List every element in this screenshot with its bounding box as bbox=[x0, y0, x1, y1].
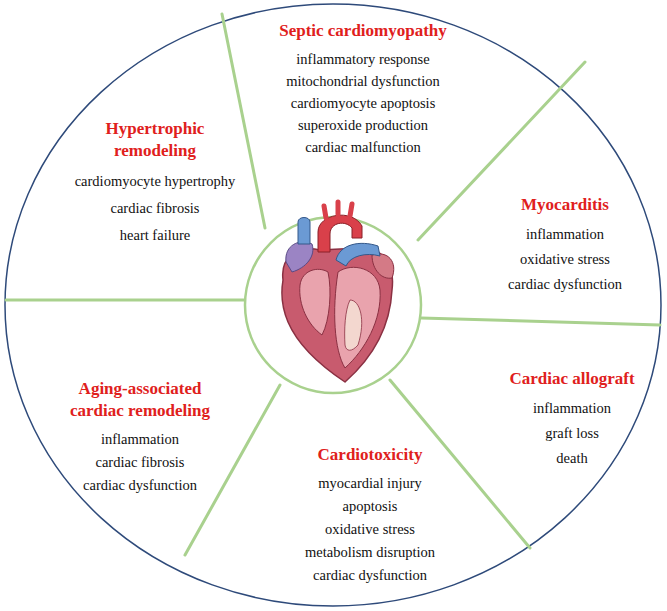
sector-item: mitochondrial dysfunction bbox=[238, 70, 488, 92]
sector-group: Cardiotoxicity myocardial injuryapoptosis… bbox=[260, 444, 480, 587]
sector-item: cardiac dysfunction bbox=[480, 272, 650, 297]
sector-item: cardiac dysfunction bbox=[30, 474, 250, 497]
sector-item: cardiac fibrosis bbox=[30, 451, 250, 474]
center-circle bbox=[245, 217, 421, 393]
sector-item: cardiomyocyte hypertrophy bbox=[50, 168, 260, 195]
sector-heading: Cardiotoxicity bbox=[260, 444, 480, 466]
sector-item: metabolism disruption bbox=[260, 541, 480, 564]
sector-item: myocardial injury bbox=[260, 472, 480, 495]
sector-item: inflammation bbox=[480, 222, 650, 247]
sector-heading: Septic cardiomyopathy bbox=[238, 20, 488, 42]
sector-item: oxidative stress bbox=[480, 247, 650, 272]
sector-item: inflammation bbox=[30, 428, 250, 451]
sector-group: Hypertrophic remodeling cardiomyocyte hyp… bbox=[50, 118, 260, 249]
sector-item: apoptosis bbox=[260, 495, 480, 518]
sector-group: Cardiac allograft inflammationgraft lossd… bbox=[487, 368, 657, 471]
sector-item: superoxide production bbox=[238, 114, 488, 136]
sector-item: cardiac fibrosis bbox=[50, 195, 260, 222]
sector-heading: Hypertrophic remodeling bbox=[90, 118, 220, 162]
outer-circle bbox=[5, 4, 661, 606]
sector-item: inflammatory response bbox=[238, 48, 488, 70]
sector-item: inflammation bbox=[487, 396, 657, 421]
sector-heading: Aging-associated cardiac remodeling bbox=[55, 378, 225, 422]
sector-item: heart failure bbox=[50, 222, 260, 249]
sector-group: Septic cardiomyopathy inflammatory respon… bbox=[238, 20, 488, 158]
heart-illustration bbox=[282, 202, 394, 382]
sector-heading: Cardiac allograft bbox=[487, 368, 657, 390]
sector-group: Aging-associated cardiac remodeling infla… bbox=[30, 378, 250, 497]
sector-heading: Myocarditis bbox=[480, 194, 650, 216]
sector-item: cardiac dysfunction bbox=[260, 564, 480, 587]
sector-dividers bbox=[6, 14, 660, 555]
sector-item: cardiomyocyte apoptosis bbox=[238, 92, 488, 114]
sector-item: graft loss bbox=[487, 421, 657, 446]
sector-item: cardiac malfunction bbox=[238, 136, 488, 158]
sector-item: oxidative stress bbox=[260, 518, 480, 541]
sector-item: death bbox=[487, 446, 657, 471]
sector-group: Myocarditis inflammationoxidative stressc… bbox=[480, 194, 650, 297]
